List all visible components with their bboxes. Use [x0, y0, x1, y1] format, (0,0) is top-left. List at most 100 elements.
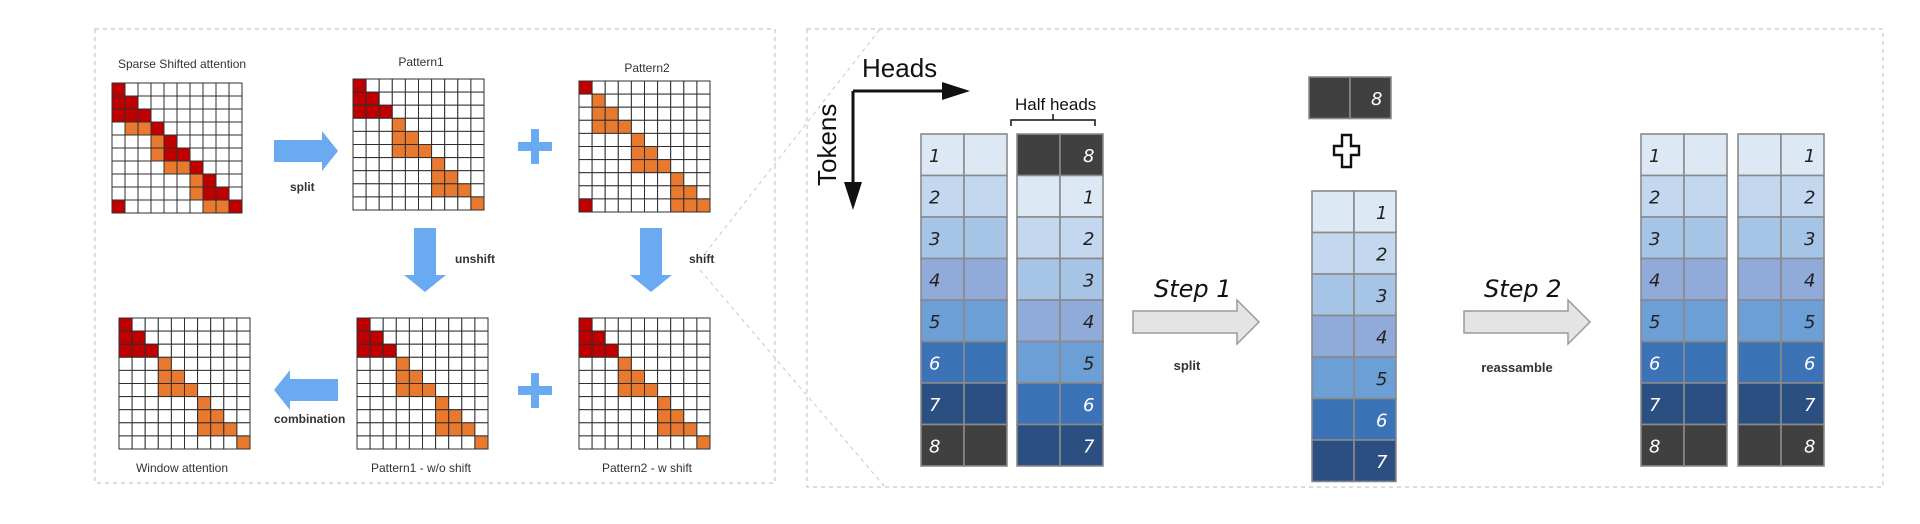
matrix-cell: [215, 134, 230, 149]
token-index-label: 4: [1649, 270, 1660, 291]
matrix-cell: [630, 383, 646, 398]
token-cell: [1683, 299, 1728, 343]
matrix-sparse-shifted: [111, 82, 243, 214]
token-index-label: 7: [929, 395, 941, 416]
matrix-cell: [144, 356, 159, 371]
matrix-cell: [435, 435, 450, 450]
matrix-cell: [189, 173, 204, 188]
matrix-cell: [202, 134, 217, 149]
token-cell: [1737, 133, 1782, 177]
matrix-cell: [236, 330, 251, 345]
half-heads-label: Half heads: [1015, 95, 1096, 114]
token-cell: [1311, 231, 1355, 275]
matrix-cell: [578, 435, 593, 450]
matrix-cell: [683, 409, 698, 424]
matrix-cell: [395, 383, 410, 398]
matrix-cell: [617, 119, 632, 134]
matrix-cell: [604, 106, 619, 121]
matrix-cell: [144, 383, 159, 398]
matrix-cell: [144, 369, 159, 384]
matrix-cell: [378, 78, 393, 93]
matrix-cell: [470, 117, 485, 132]
matrix-cell: [696, 369, 711, 384]
matrix-cell: [604, 146, 619, 161]
matrix-cell: [591, 172, 606, 187]
matrix-cell: [369, 330, 384, 345]
matrix-cell: [435, 317, 450, 332]
token-cell: [1780, 423, 1825, 467]
matrix-cell: [591, 343, 606, 358]
matrix-cell: [591, 396, 606, 411]
matrix-cell: [617, 106, 632, 121]
arrow-right-split: [274, 131, 338, 171]
matrix-cell: [111, 134, 126, 149]
matrix-cell: [422, 356, 437, 371]
token-index-label: 8: [1649, 436, 1660, 457]
matrix-cell: [657, 132, 672, 147]
token-cell: [920, 133, 965, 177]
matrix-cell: [683, 330, 698, 345]
token-index-label: 5: [1083, 353, 1094, 374]
matrix-cell: [418, 170, 433, 185]
matrix-cell: [352, 183, 367, 198]
matrix-cell: [683, 146, 698, 161]
matrix-cell: [470, 104, 485, 119]
matrix-cell: [696, 132, 711, 147]
matrix-cell: [696, 93, 711, 108]
matrix-cell: [356, 369, 371, 384]
matrix-cell: [137, 186, 152, 201]
matrix-cell: [670, 435, 685, 450]
matrix-cell: [395, 409, 410, 424]
matrix-cell: [457, 170, 472, 185]
token-cell: [1016, 174, 1061, 218]
matrix-cell: [118, 422, 133, 437]
matrix-cell: [408, 330, 423, 345]
matrix-cell: [435, 369, 450, 384]
matrix-cell: [604, 343, 619, 358]
matrix-cell: [604, 356, 619, 371]
matrix-cell: [444, 117, 459, 132]
matrix-cell: [378, 196, 393, 211]
matrix-cell: [457, 144, 472, 159]
matrix-cell: [435, 343, 450, 358]
matrix-cell: [644, 317, 659, 332]
matrix-cell: [474, 383, 489, 398]
matrix-cell: [382, 422, 397, 437]
matrix-cell: [444, 157, 459, 172]
matrix-cell: [604, 330, 619, 345]
matrix-cell: [356, 383, 371, 398]
token-cell: [1059, 174, 1104, 218]
matrix-cell: [223, 422, 238, 437]
matrix-cell: [184, 343, 199, 358]
matrix-cell: [604, 185, 619, 200]
matrix-cell: [395, 317, 410, 332]
matrix-cell: [111, 199, 126, 214]
token-index-label: 6: [929, 353, 940, 374]
token-cell: [1640, 174, 1685, 218]
matrix-cell: [461, 356, 476, 371]
matrix-cell: [431, 91, 446, 106]
matrix-cell: [184, 435, 199, 450]
matrix-cell: [696, 119, 711, 134]
matrix-cell: [657, 343, 672, 358]
matrix-cell: [683, 172, 698, 187]
token-cell: [1059, 340, 1104, 384]
matrix-cell: [670, 93, 685, 108]
matrix-cell: [365, 91, 380, 106]
matrix-cell: [150, 121, 165, 136]
token-cell: [1016, 382, 1061, 426]
matrix-cell: [670, 383, 685, 398]
matrix-cell: [617, 343, 632, 358]
matrix-cell: [369, 409, 384, 424]
matrix-cell: [470, 196, 485, 211]
matrix-cell: [617, 409, 632, 424]
matrix-cell: [150, 186, 165, 201]
matrix-cell: [444, 196, 459, 211]
matrix-cell: [391, 91, 406, 106]
matrix-cell: [170, 409, 185, 424]
matrix-cell: [150, 173, 165, 188]
matrix-cell: [435, 396, 450, 411]
token-cell: [963, 174, 1008, 218]
matrix-cell: [170, 396, 185, 411]
matrix-cell: [591, 132, 606, 147]
